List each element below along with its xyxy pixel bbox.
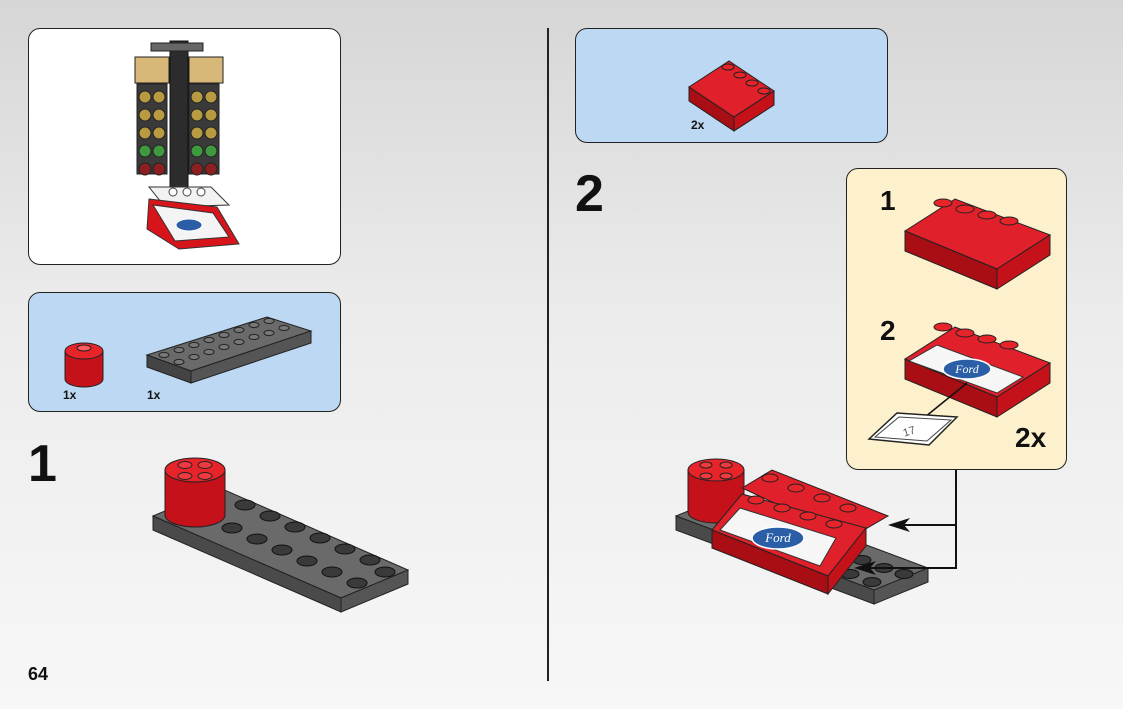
christmas-tree-model-icon xyxy=(134,40,240,250)
dark-gray-plate-2x8-icon xyxy=(145,316,313,384)
quantity-label: 1x xyxy=(63,388,77,402)
page-divider xyxy=(547,28,549,681)
preview-model-panel xyxy=(28,28,341,265)
sub-step-number: 2 xyxy=(880,315,896,346)
ford-logo-text: Ford xyxy=(954,362,980,376)
page-number: 64 xyxy=(28,664,49,684)
ford-sticker-brick-icon: Ford 17 xyxy=(867,322,1052,446)
parts-list-step-1: 1x 1x xyxy=(28,292,341,412)
red-slope-brick-icon xyxy=(688,60,775,132)
step-number: 1 xyxy=(28,435,57,493)
parts-list-step-2: 2x xyxy=(575,28,888,143)
quantity-label: 2x xyxy=(691,118,705,132)
step-number: 2 xyxy=(575,165,604,223)
red-slope-brick-icon xyxy=(903,198,1052,290)
multiplier-label: 2x xyxy=(1015,422,1047,453)
quantity-label: 1x xyxy=(147,388,161,402)
red-round-brick-icon xyxy=(64,342,104,388)
sticker-number: 17 xyxy=(902,424,917,439)
sub-step-number: 1 xyxy=(880,185,896,216)
sub-assembly-callout: 1 2 Ford 17 2x xyxy=(846,168,1067,470)
ford-logo-text: Ford xyxy=(764,530,791,545)
